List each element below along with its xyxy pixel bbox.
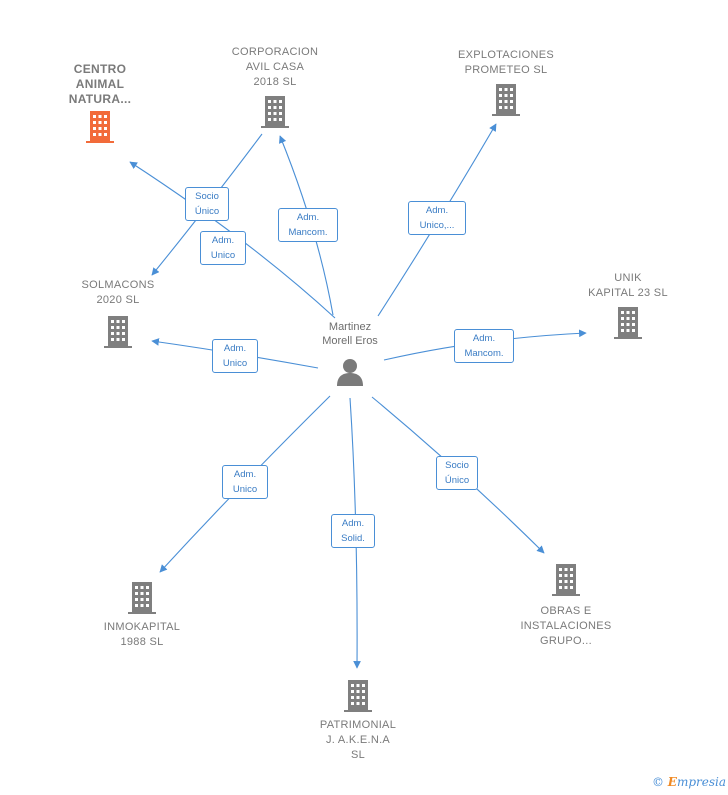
company-label: OBRAS E INSTALACIONES GRUPO... [520, 605, 612, 647]
company-label: PATRIMONIAL J. A.K.E.N.A SL [319, 719, 397, 761]
edge-label-corporacion: Adm. Mancom. [278, 208, 338, 242]
company-node-explotaciones[interactable]: EXPLOTACIONES PROMETEO SL [446, 48, 566, 118]
company-label: EXPLOTACIONES PROMETEO SL [458, 49, 554, 76]
edge-label-explotaciones: Adm. Unico,... [408, 201, 466, 235]
building-icon [261, 96, 289, 128]
edge-label-obras: Socio Único [436, 456, 478, 490]
edge-label-centro: Adm. Unico [200, 231, 246, 265]
person-icon [337, 359, 363, 386]
edge-label-inmokapital: Adm. Unico [222, 465, 268, 499]
company-node-unik[interactable]: UNIK KAPITAL 23 SL [578, 271, 678, 341]
brand-initial: E [667, 775, 677, 789]
person-node[interactable]: Martinez Morell Eros [300, 320, 400, 388]
brand-logo: © Empresia [652, 775, 726, 789]
edge-label-solmacons-socio: Socio Único [185, 187, 229, 221]
building-icon [614, 307, 642, 339]
building-icon [104, 316, 132, 348]
copyright-symbol: © [651, 775, 664, 789]
building-icon [128, 582, 156, 614]
building-icon [492, 84, 520, 116]
company-node-inmokapital[interactable]: INMOKAPITAL 1988 SL [92, 580, 192, 650]
building-icon [86, 111, 114, 143]
company-label: SOLMACONS 2020 SL [81, 279, 155, 306]
building-icon [552, 564, 580, 596]
brand-text: mpresia [676, 775, 726, 789]
edge-label-unik: Adm. Mancom. [454, 329, 514, 363]
company-label: CORPORACION AVIL CASA 2018 SL [231, 46, 319, 88]
company-label: INMOKAPITAL 1988 SL [103, 621, 181, 648]
company-node-obras[interactable]: OBRAS E INSTALACIONES GRUPO... [506, 562, 626, 649]
building-icon [344, 680, 372, 712]
company-node-solmacons[interactable]: SOLMACONS 2020 SL [70, 278, 166, 350]
company-node-centro[interactable]: CENTRO ANIMAL NATURA... [52, 62, 148, 145]
company-label: UNIK KAPITAL 23 SL [588, 272, 668, 299]
edge-label-patrimonial: Adm. Solid. [331, 514, 375, 548]
person-name: Martinez Morell Eros [322, 321, 378, 347]
company-node-patrimonial[interactable]: PATRIMONIAL J. A.K.E.N.A SL [304, 678, 412, 763]
edge-label-solmacons-adm: Adm. Unico [212, 339, 258, 373]
company-label: CENTRO ANIMAL NATURA... [68, 62, 132, 106]
company-node-corporacion[interactable]: CORPORACION AVIL CASA 2018 SL [222, 45, 328, 130]
